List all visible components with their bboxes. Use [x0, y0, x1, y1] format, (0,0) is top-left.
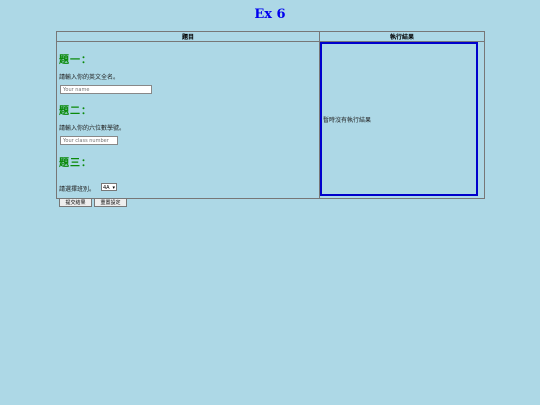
result-box: 暫時沒有執行結果	[320, 42, 478, 196]
q3-prompt: 請選擇班別。	[59, 186, 96, 193]
q1-heading: 題一：	[59, 55, 92, 66]
results-cell: 暫時沒有執行結果	[319, 41, 485, 199]
page-title: Ex 6	[254, 7, 286, 22]
submit-button[interactable]: 提交結果	[59, 198, 92, 207]
q1-prompt: 請輸入你的英文全名。	[59, 74, 120, 81]
questions-cell: 題一： 請輸入你的英文全名。 題二： 請輸入你的六位數學號。 題三： 請選擇班別…	[56, 41, 320, 207]
name-input[interactable]	[60, 85, 152, 94]
column-header-results: 執行結果	[319, 31, 485, 42]
q2-prompt: 請輸入你的六位數學號。	[59, 125, 126, 132]
class-select[interactable]: 4A ▾	[101, 183, 117, 191]
reset-button[interactable]: 重置設定	[94, 198, 127, 207]
main-table: 題目 執行結果 題一： 請輸入你的英文全名。 題二： 請輸入你的六位數學號。 題…	[56, 31, 485, 207]
result-text: 暫時沒有執行結果	[323, 116, 372, 124]
column-header-questions: 題目	[56, 31, 320, 42]
q3-heading: 題三：	[59, 158, 92, 169]
chevron-down-icon: ▾	[112, 185, 115, 191]
class-number-input[interactable]	[60, 136, 118, 145]
q2-heading: 題二：	[59, 106, 92, 117]
class-select-value: 4A	[103, 185, 110, 191]
